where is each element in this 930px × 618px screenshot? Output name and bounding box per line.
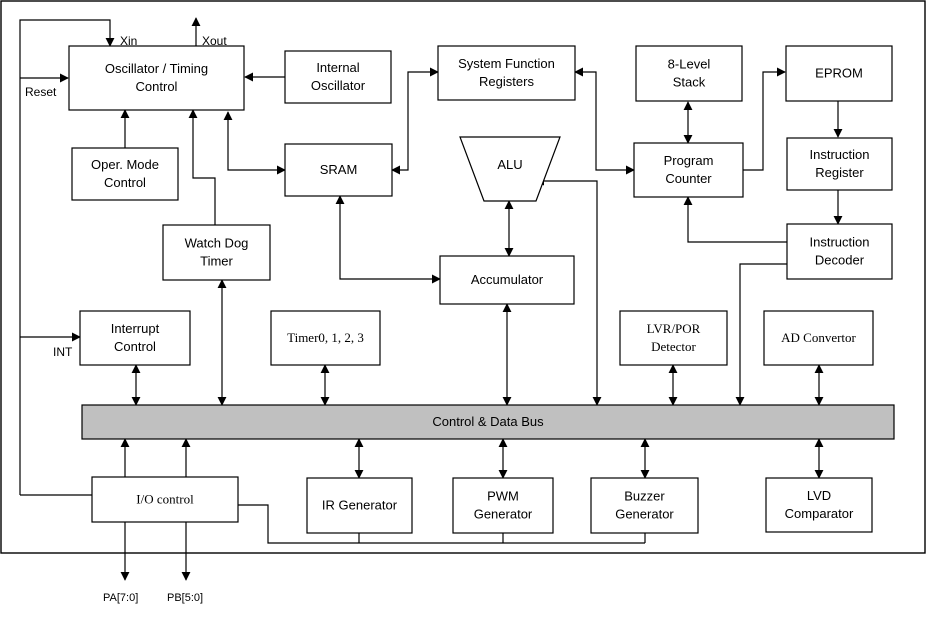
- reset-pin-label: Reset: [25, 85, 57, 99]
- alu-block: ALU: [459, 136, 561, 202]
- oper-mode-box: [71, 147, 179, 201]
- sram-label: SRAM: [320, 162, 358, 177]
- pb-pin-label: PB[5:0]: [167, 592, 203, 604]
- io-control-block: I/O control: [91, 476, 239, 523]
- sram-block: SRAM: [284, 143, 393, 197]
- ad-convertor-label: AD Convertor: [781, 330, 856, 345]
- stack-box: [635, 45, 743, 102]
- accumulator-block: Accumulator: [439, 255, 575, 305]
- io-control-label: I/O control: [136, 492, 194, 507]
- buzzer-generator-box: [590, 477, 699, 534]
- timers-box: [270, 310, 381, 366]
- ir-generator-label: IR Generator: [322, 498, 398, 513]
- timers-label: Timer0, 1, 2, 3: [287, 330, 364, 345]
- sys-func-reg-box: [437, 45, 576, 101]
- connections: [19, 17, 843, 581]
- ad-convertor-block: AD Convertor: [763, 310, 874, 366]
- bus-label: Control & Data Bus: [432, 414, 544, 429]
- int-pin-label: INT: [53, 345, 73, 359]
- bus-box: [81, 404, 895, 440]
- program-counter-box: [633, 142, 744, 198]
- lvd-comparator-box: [765, 477, 873, 533]
- io-control-box: [91, 476, 239, 523]
- xout-pin-label: Xout: [202, 34, 227, 48]
- pa-pin-label: PA[7:0]: [103, 592, 138, 604]
- ir-generator-block: IR Generator: [306, 477, 413, 534]
- internal-osc-box: [284, 50, 392, 104]
- pwm-generator-box: [452, 477, 554, 534]
- interrupt-box: [79, 310, 191, 366]
- instruction-decoder-box: [786, 223, 893, 280]
- alu-label: ALU: [497, 157, 522, 172]
- bus-block: Control & Data Bus: [81, 404, 895, 440]
- timers-block: Timer0, 1, 2, 3: [270, 310, 381, 366]
- sram-box: [284, 143, 393, 197]
- accumulator-box: [439, 255, 575, 305]
- eprom-block: EPROM: [785, 45, 893, 102]
- eprom-label: EPROM: [815, 66, 863, 81]
- osc-timing-box: [68, 45, 245, 111]
- lvr-por-box: [619, 310, 728, 366]
- watch-dog-box: [162, 224, 271, 281]
- instruction-register-box: [786, 137, 893, 191]
- alu-box: [459, 136, 561, 202]
- eprom-box: [785, 45, 893, 102]
- chip-boundary: [0, 0, 926, 554]
- accumulator-label: Accumulator: [471, 272, 544, 287]
- xin-pin-label: Xin: [120, 34, 137, 48]
- ir-generator-box: [306, 477, 413, 534]
- ad-convertor-box: [763, 310, 874, 366]
